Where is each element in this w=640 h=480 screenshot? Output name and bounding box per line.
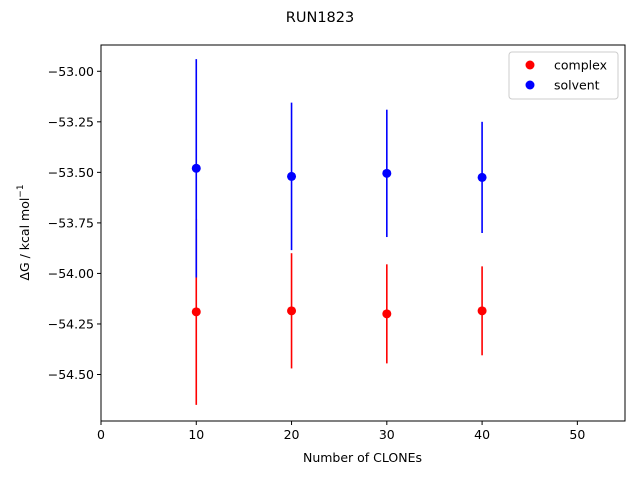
y-tick-label: −53.50	[48, 165, 94, 180]
chart-title: RUN1823	[286, 10, 354, 26]
legend-label-solvent: solvent	[554, 78, 600, 93]
y-axis-label: ΔG / kcal mol−1	[16, 184, 32, 280]
solvent-point	[287, 171, 297, 181]
legend-box	[508, 51, 619, 100]
legend-marker-complex	[525, 60, 535, 70]
y-tick-label: −53.75	[48, 215, 94, 230]
x-tick-label: 50	[569, 427, 585, 442]
y-axis-label-superscript: −1	[16, 184, 26, 197]
x-tick-label: 30	[379, 427, 395, 442]
y-tick-label: −54.50	[48, 367, 94, 382]
axes-frame	[100, 44, 626, 422]
x-tick-label: 10	[188, 427, 204, 442]
x-axis-label: Number of CLONEs	[303, 450, 422, 465]
solvent-point	[477, 172, 487, 182]
complex-point	[477, 306, 487, 316]
plot-area	[191, 59, 487, 405]
complex-point	[287, 306, 297, 316]
axes: 0 10 20 30 40 50 −53.00 −53.25 −53.50 −53.75 −54.0…	[48, 44, 626, 442]
x-tick-label: 40	[474, 427, 490, 442]
y-tick-label: −53.25	[48, 114, 94, 129]
solvent-point	[191, 163, 201, 173]
y-tick-label: −53.00	[48, 64, 94, 79]
legend: complex solvent	[508, 51, 619, 100]
legend-label-complex: complex	[554, 58, 607, 73]
complex-point	[191, 307, 201, 317]
legend-marker-solvent	[525, 80, 535, 90]
x-tick-label: 0	[97, 427, 105, 442]
y-tick-label: −54.00	[48, 266, 94, 281]
y-axis-label-main: ΔG / kcal mol	[17, 198, 32, 281]
complex-point	[382, 309, 392, 319]
solvent-point	[382, 168, 392, 178]
x-tick-label: 20	[284, 427, 300, 442]
y-tick-label: −54.25	[48, 316, 94, 331]
